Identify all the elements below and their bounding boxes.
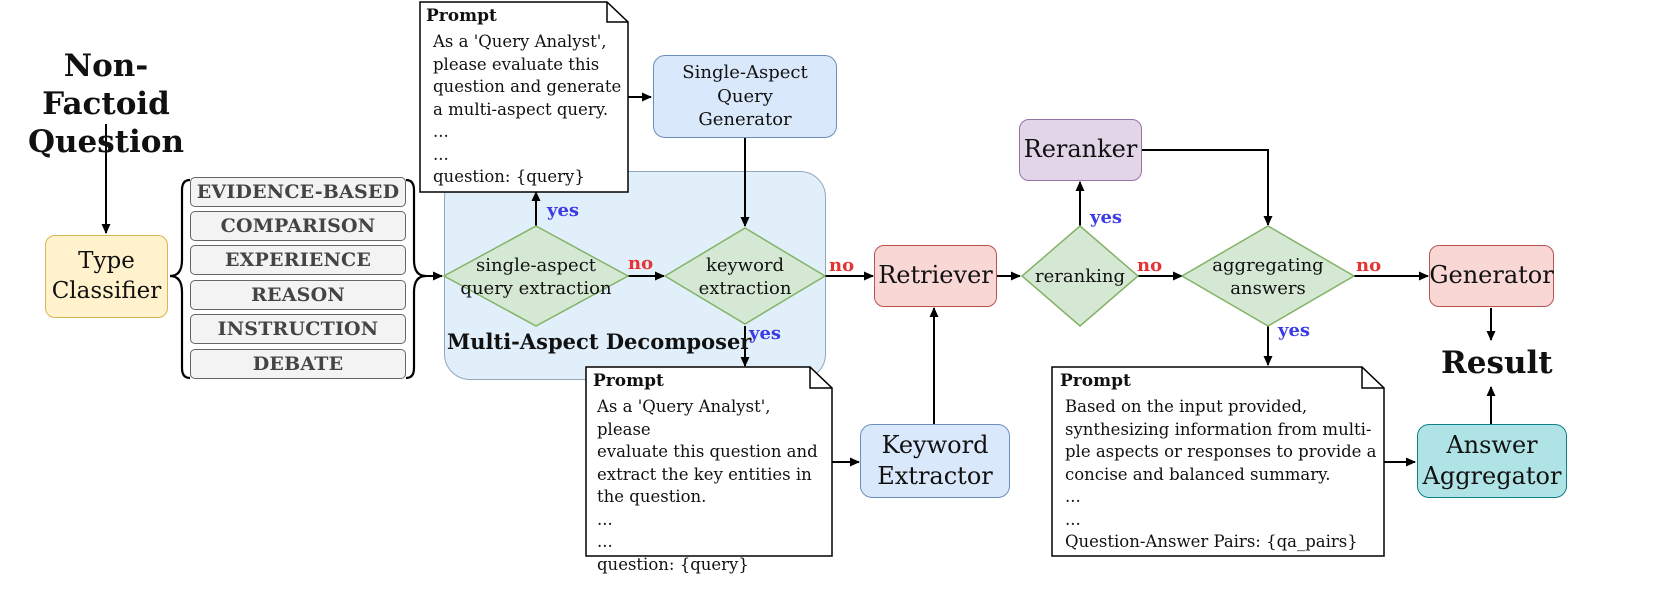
generator-line-1: Single-Aspect Query — [682, 62, 808, 107]
prompt2-content: Prompt As a 'Query Analyst', please eval… — [593, 371, 825, 576]
single-aspect-line-2: query extraction — [460, 278, 612, 299]
retriever-label: Retriever — [878, 261, 993, 290]
aggregating-line-1: aggregating — [1212, 254, 1324, 276]
no-label-single-aspect: no — [628, 253, 654, 274]
prompt3-content: Prompt Based on the input provided, synt… — [1060, 371, 1378, 554]
retriever-box: Retriever — [874, 245, 997, 307]
keyword-extractor-line-2: Extractor — [877, 462, 993, 490]
no-label-aggregating: no — [1356, 255, 1382, 276]
answer-aggregator-box: Answer Aggregator — [1417, 424, 1567, 498]
decision-keyword-diamond — [663, 227, 827, 325]
aggregating-line-2: answers — [1230, 278, 1306, 299]
prompt2-fold — [809, 367, 832, 389]
no-label-reranking: no — [1137, 255, 1163, 276]
single-aspect-decision-text: single-aspect query extraction — [444, 253, 628, 301]
category-experience: EXPERIENCE — [190, 245, 406, 275]
reranking-decision-line-1: reranking — [1035, 266, 1125, 288]
generator-box: Generator — [1429, 245, 1554, 307]
prompt2-text: As a 'Query Analyst', please evaluate th… — [597, 397, 818, 574]
prompt1-document — [419, 1, 629, 193]
category-reason: REASON — [190, 280, 406, 310]
keyword-decision-line-1: keyword — [705, 254, 785, 276]
prompt2-document — [585, 366, 833, 557]
prompt3-title: Prompt — [1060, 371, 1131, 391]
generator-line-2: Generator — [698, 109, 792, 131]
category-evidence-based: EVIDENCE-BASED — [190, 177, 406, 207]
yes-label-single-aspect: yes — [547, 200, 580, 221]
question-line-1: Non-Factoid — [42, 48, 170, 122]
category-brace-left — [169, 178, 191, 380]
no-label-keyword: no — [829, 255, 855, 276]
reranker-label: Reranker — [1023, 135, 1138, 164]
category-brace-right — [405, 178, 427, 380]
multi-aspect-decomposer-label: Multi-Aspect Decomposer — [447, 329, 752, 354]
answer-aggregator-line-2: Aggregator — [1422, 462, 1562, 490]
decision-reranking-diamond — [1020, 225, 1140, 327]
answer-aggregator-line-1: Answer — [1446, 430, 1538, 459]
yes-label-keyword: yes — [749, 323, 782, 344]
prompt3-document — [1051, 366, 1385, 557]
decision-aggregating-diamond — [1180, 225, 1356, 327]
type-classifier-line-1: Type — [78, 247, 135, 274]
prompt1-title: Prompt — [426, 6, 497, 26]
keyword-decision-text: keyword extraction — [665, 253, 825, 301]
keyword-extractor-box: Keyword Extractor — [860, 424, 1010, 498]
prompt3-text: Based on the input provided, synthesizin… — [1065, 397, 1377, 551]
prompt1-content: Prompt As a 'Query Analyst', please eval… — [426, 6, 622, 189]
generator-label: Generator — [1429, 261, 1554, 290]
prompt1-text: As a 'Query Analyst', please evaluate th… — [433, 32, 622, 186]
single-aspect-query-generator-box: Single-Aspect Query Generator — [653, 55, 837, 138]
yes-label-reranking: yes — [1090, 207, 1123, 228]
category-comparison: COMPARISON — [190, 211, 406, 241]
non-factoid-question-title: Non-Factoid Question — [0, 48, 212, 161]
single-aspect-line-1: single-aspect — [475, 254, 597, 276]
keyword-decision-line-2: extraction — [698, 278, 792, 299]
yes-label-aggregating: yes — [1278, 320, 1311, 341]
prompt2-title: Prompt — [593, 371, 664, 391]
type-classifier-line-2: Classifier — [51, 277, 162, 304]
prompt3-fold — [1361, 367, 1384, 389]
reranker-box: Reranker — [1019, 119, 1142, 181]
prompt1-fold — [606, 2, 628, 23]
keyword-extractor-line-1: Keyword — [881, 430, 989, 459]
type-classifier-box: Type Classifier — [45, 235, 168, 318]
question-line-2: Question — [27, 123, 185, 160]
result-label: Result — [1441, 345, 1553, 381]
aggregating-decision-text: aggregating answers — [1182, 253, 1354, 301]
reranking-decision-text: reranking — [1022, 264, 1138, 290]
category-debate: DEBATE — [190, 349, 406, 379]
decision-single-aspect-diamond — [442, 225, 630, 327]
edge-reranker-to-aggregating — [1142, 149, 1273, 226]
category-instruction: INSTRUCTION — [190, 314, 406, 344]
